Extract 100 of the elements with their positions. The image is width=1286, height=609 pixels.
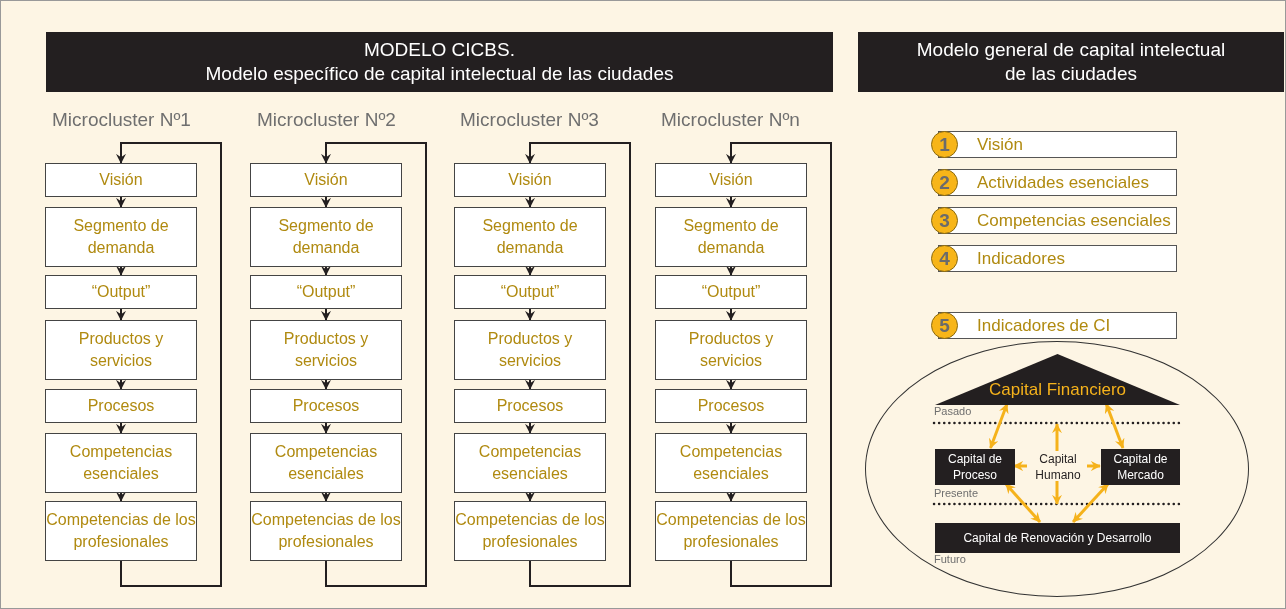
- node-label: Productos y servicios: [486, 329, 574, 371]
- process-box: [655, 320, 807, 380]
- list-item-label: Indicadores: [977, 249, 1065, 269]
- process-box: [45, 389, 197, 423]
- arrow: [321, 265, 331, 276]
- process-box: [45, 501, 197, 561]
- process-box: [45, 433, 197, 493]
- capital-box: [935, 449, 1015, 485]
- node-label: Visión: [508, 170, 552, 190]
- node-label: Capital de Mercado: [1112, 451, 1169, 483]
- node-label: Procesos: [496, 396, 564, 416]
- node-label: Productos y servicios: [282, 329, 370, 371]
- node-label: “Output”: [91, 282, 151, 302]
- node-label: Procesos: [87, 396, 155, 416]
- arrow: [726, 142, 832, 587]
- process-box: [454, 320, 606, 380]
- node-label: Competencias esenciales: [68, 442, 174, 484]
- number-badge: 2: [931, 169, 958, 196]
- arrow: [525, 422, 535, 434]
- arrow: [1013, 461, 1027, 471]
- node-label: Capital de Renovación y Desarrollo: [963, 530, 1152, 546]
- list-item-label: Actividades esenciales: [977, 173, 1149, 193]
- arrow: [726, 422, 736, 434]
- arrow: [726, 379, 736, 390]
- list-item-label: Competencias esenciales: [977, 211, 1171, 231]
- double-arrow: [989, 403, 1009, 449]
- process-box: [250, 501, 402, 561]
- arrow: [726, 308, 736, 321]
- node-label: Competencias esenciales: [678, 442, 784, 484]
- arrow: [726, 265, 736, 276]
- node-label: Competencias esenciales: [477, 442, 583, 484]
- process-box: [45, 275, 197, 309]
- title-text: Modelo general de capital intelectual de las ciudades: [915, 38, 1227, 86]
- node-label: Productos y servicios: [77, 329, 165, 371]
- node-label: Segmento de demanda: [72, 216, 170, 258]
- arrow: [726, 491, 736, 502]
- node-label: Competencias de los profesionales: [656, 510, 806, 552]
- capital-box: [1101, 449, 1180, 485]
- node-label: Visión: [99, 170, 143, 190]
- arrow: [1052, 423, 1062, 451]
- number-badge: 1: [931, 131, 958, 158]
- arrow: [116, 265, 126, 276]
- list-item-label: Indicadores de CI: [977, 316, 1111, 336]
- arrow: [525, 196, 535, 208]
- node-label: Procesos: [697, 396, 765, 416]
- arrow: [116, 308, 126, 321]
- arrow: [116, 196, 126, 208]
- heading: Microcluster Nºn: [661, 109, 800, 131]
- node-label: “Output”: [500, 282, 560, 302]
- process-box: [655, 433, 807, 493]
- process-box: [45, 320, 197, 380]
- title-bar: [858, 32, 1284, 92]
- process-box: [250, 389, 402, 423]
- process-box: [454, 275, 606, 309]
- arrow: [525, 265, 535, 276]
- heading: Microcluster Nº2: [257, 109, 396, 131]
- node-label: Competencias esenciales: [273, 442, 379, 484]
- node-label: Capital de Proceso: [946, 451, 1003, 483]
- process-box: [655, 163, 807, 197]
- node-label: “Output”: [296, 282, 356, 302]
- process-box: [250, 275, 402, 309]
- process-box: [45, 207, 197, 267]
- process-box: [655, 389, 807, 423]
- roof-triangle: [935, 354, 1180, 405]
- arrow: [525, 491, 535, 502]
- node-label: Competencias de los profesionales: [46, 510, 196, 552]
- node-label: Segmento de demanda: [481, 216, 579, 258]
- title-text: MODELO CICBS.: [364, 38, 515, 62]
- roof-label: Capital Financiero: [988, 380, 1127, 400]
- node-label: Segmento de demanda: [277, 216, 375, 258]
- process-box: [655, 501, 807, 561]
- arrow: [321, 142, 427, 587]
- heading: Microcluster Nº3: [460, 109, 599, 131]
- arrow: [116, 422, 126, 434]
- node-label: “Output”: [701, 282, 761, 302]
- process-box: [454, 433, 606, 493]
- arrow: [321, 379, 331, 390]
- number-badge: 5: [931, 312, 958, 339]
- capital-box: [935, 523, 1180, 553]
- node-label: Segmento de demanda: [682, 216, 780, 258]
- arrow: [1087, 461, 1101, 471]
- process-box: [250, 163, 402, 197]
- process-box: [655, 275, 807, 309]
- arrow: [321, 196, 331, 208]
- arrow: [116, 142, 222, 587]
- process-box: [454, 389, 606, 423]
- process-box: [454, 163, 606, 197]
- arrow: [525, 308, 535, 321]
- node-label: Capital Humano: [1034, 451, 1082, 483]
- node-label: Visión: [304, 170, 348, 190]
- double-arrow: [1072, 483, 1110, 523]
- process-box: [45, 163, 197, 197]
- arrow: [321, 422, 331, 434]
- process-box: [250, 320, 402, 380]
- arrow: [321, 491, 331, 502]
- number-badge: 3: [931, 207, 958, 234]
- process-box: [655, 207, 807, 267]
- arrow: [321, 308, 331, 321]
- process-box: [250, 207, 402, 267]
- arrow: [726, 196, 736, 208]
